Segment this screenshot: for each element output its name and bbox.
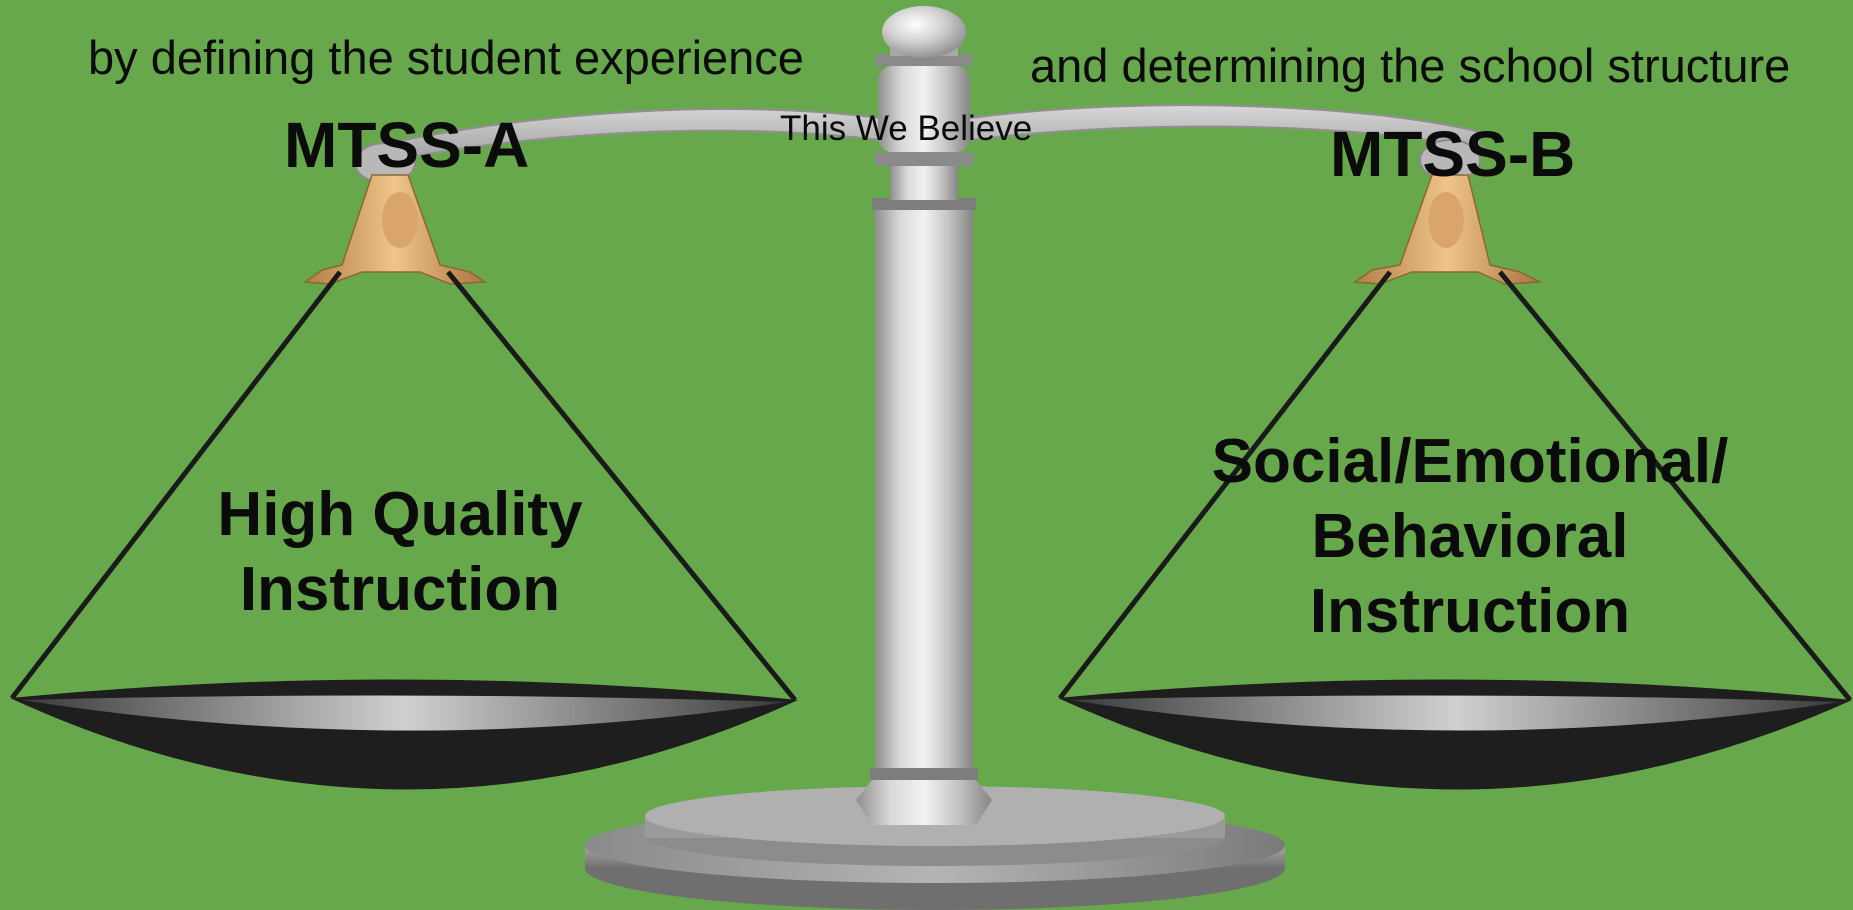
pan-a-line-2: Instruction bbox=[239, 555, 561, 624]
pan-b-line-2: Behavioral bbox=[1311, 502, 1629, 571]
right-pan bbox=[1058, 270, 1852, 790]
scale-top-knob bbox=[876, 6, 972, 152]
scale-pillar bbox=[856, 152, 992, 825]
pan-a-label: High Quality Instruction bbox=[150, 477, 650, 627]
pan-b-label: Social/Emotional/ Behavioral Instruction bbox=[1190, 424, 1750, 649]
left-pan-hanger bbox=[302, 174, 488, 285]
caption-right: and determining the school structure bbox=[1030, 39, 1791, 92]
center-label: This We Believe bbox=[780, 109, 1033, 148]
pan-a-line-1: High Quality bbox=[217, 480, 583, 549]
pan-b-title: MTSS-B bbox=[1330, 118, 1576, 190]
right-pan-hanger bbox=[1352, 174, 1543, 285]
pan-a-title: MTSS-A bbox=[284, 109, 530, 181]
pan-b-line-1: Social/Emotional/ bbox=[1211, 427, 1729, 496]
caption-left: by defining the student experience bbox=[88, 31, 804, 84]
left-pan bbox=[10, 270, 798, 790]
pan-b-line-3: Instruction bbox=[1309, 577, 1631, 646]
